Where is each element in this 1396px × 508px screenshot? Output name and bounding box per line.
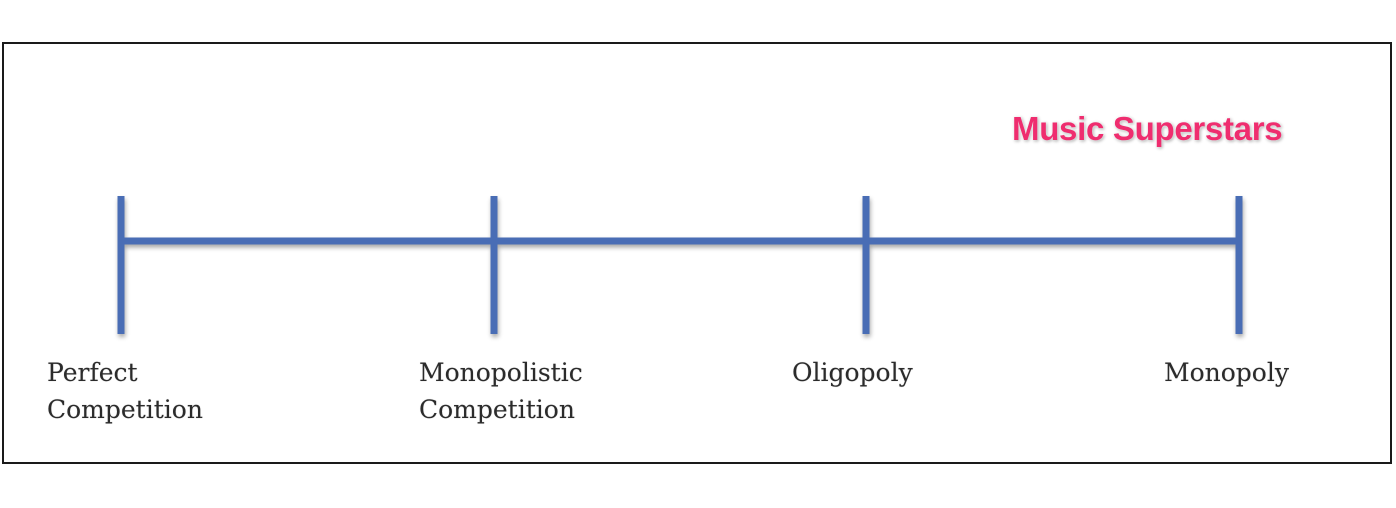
diagram-frame (2, 42, 1392, 464)
label-line: Monopoly (1164, 358, 1289, 387)
label-oligopoly: Oligopoly (792, 354, 913, 391)
music-superstars-label: Music Superstars (1012, 110, 1283, 147)
label-line: Competition (419, 395, 575, 424)
label-line: Monopolistic (419, 358, 583, 387)
label-line: Competition (47, 395, 203, 424)
label-line: Oligopoly (792, 358, 913, 387)
label-monopolistic-competition: Monopolistic Competition (419, 354, 583, 428)
label-perfect-competition: Perfect Competition (47, 354, 203, 428)
label-line: Perfect (47, 358, 138, 387)
label-monopoly: Monopoly (1164, 354, 1289, 391)
